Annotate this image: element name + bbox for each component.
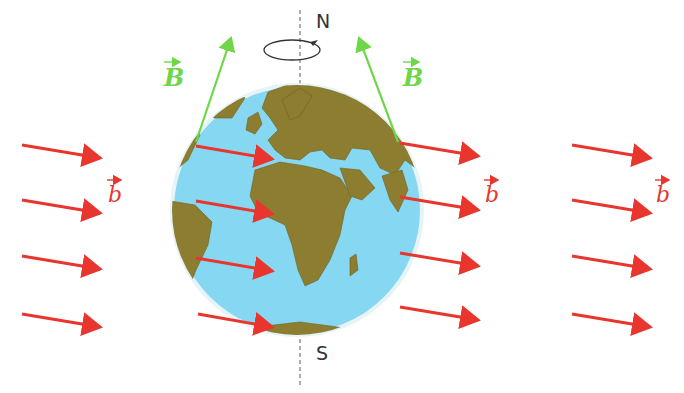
uniform-field-arrows bbox=[22, 143, 650, 327]
rotation-symbol bbox=[264, 40, 320, 60]
field-label: b bbox=[108, 184, 122, 206]
field-label: b bbox=[656, 184, 670, 206]
field-label: B bbox=[403, 66, 423, 90]
pole-label: N bbox=[316, 12, 330, 31]
vector-accents bbox=[107, 62, 669, 180]
pole-label: S bbox=[316, 344, 328, 363]
field-arrows bbox=[196, 38, 398, 142]
field-label: B bbox=[164, 66, 184, 90]
field-label: b bbox=[485, 184, 499, 206]
